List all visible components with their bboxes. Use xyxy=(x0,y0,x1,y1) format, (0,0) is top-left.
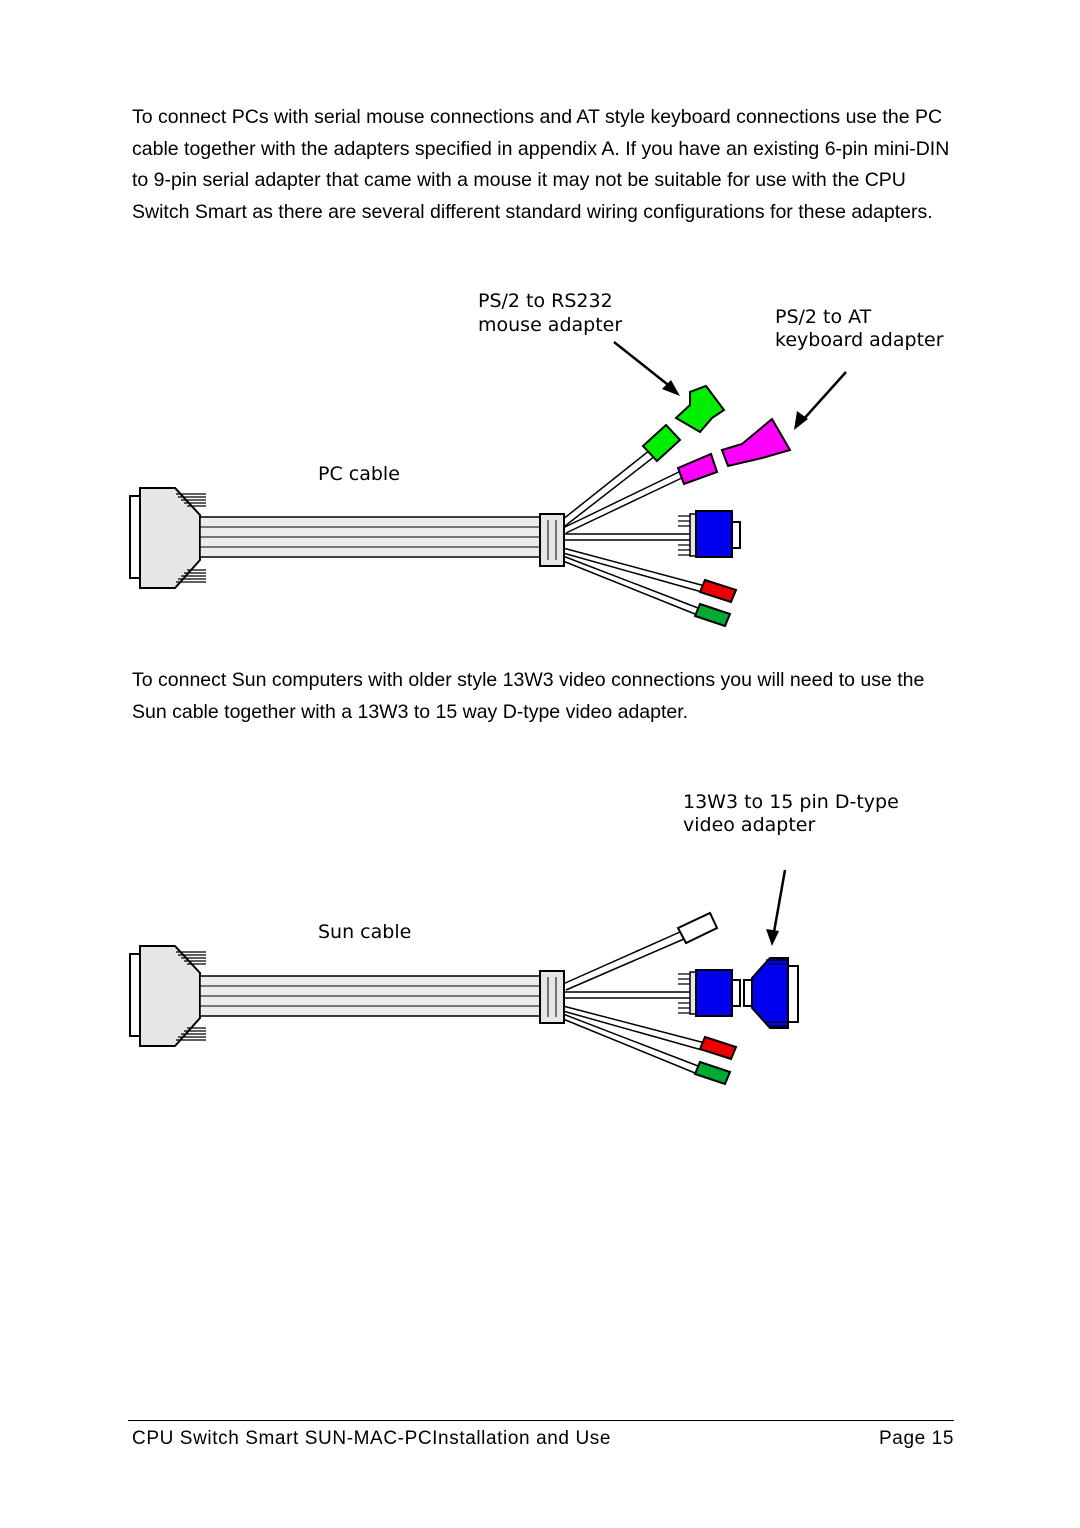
page-footer: CPU Switch Smart SUN-MAC-PCInstallation … xyxy=(132,1428,954,1450)
audio-plug-green xyxy=(693,602,732,628)
mouse-plug-green xyxy=(641,423,682,463)
sun-cable-branches xyxy=(562,931,706,1074)
video-adapter-label-line1: 13W3 to 15 pin D-type xyxy=(683,791,899,813)
keyboard-at-adapter xyxy=(720,417,792,468)
pc-host-connector xyxy=(129,487,206,589)
pc-cable-label: PC cable xyxy=(318,463,400,485)
audio-plug-green xyxy=(693,1060,732,1086)
sun-cable-diagram: 13W3 to 15 pin D-type video adapter Sun … xyxy=(129,791,899,1086)
footer-title: CPU Switch Smart SUN-MAC-PCInstallation … xyxy=(132,1428,612,1449)
sun-host-connector xyxy=(129,945,206,1047)
mouse-rs232-adapter xyxy=(674,384,726,434)
pc-cable-bundle xyxy=(199,516,541,558)
intro-paragraph-sun: To connect Sun computers with older styl… xyxy=(132,669,925,723)
video-adapter-arrow xyxy=(766,869,787,946)
sun-cable-splitter xyxy=(539,970,565,1024)
audio-plug-red xyxy=(698,578,738,604)
keyboard-adapter-label-line1: PS/2 to AT xyxy=(775,306,872,328)
mouse-adapter-label-line2: mouse adapter xyxy=(478,314,622,336)
sun-cable-bundle xyxy=(199,975,541,1017)
keyboard-adapter-arrow xyxy=(794,371,847,430)
video-adapter-label-line2: video adapter xyxy=(683,814,815,836)
keyboard-plug-magenta xyxy=(676,452,719,486)
vga-connector-blue xyxy=(678,510,741,558)
mouse-adapter-arrow xyxy=(613,341,680,396)
audio-plug-red xyxy=(698,1035,738,1061)
13w3-video-adapter xyxy=(743,957,799,1029)
page-number: Page 15 xyxy=(879,1428,954,1449)
video-connector-blue xyxy=(678,969,741,1017)
pc-cable-diagram: PS/2 to RS232 mouse adapter PS/2 to AT k… xyxy=(129,290,944,628)
footer-divider xyxy=(128,1420,954,1421)
pc-cable-splitter xyxy=(539,513,565,567)
mouse-adapter-label-line1: PS/2 to RS232 xyxy=(478,290,613,312)
keyboard-adapter-label-line2: keyboard adapter xyxy=(775,329,944,351)
intro-paragraph-pc: To connect PCs with serial mouse connect… xyxy=(132,106,950,223)
keyboard-mouse-plug-white xyxy=(676,911,719,945)
pc-cable-branches xyxy=(561,449,706,615)
sun-cable-label: Sun cable xyxy=(318,921,411,943)
